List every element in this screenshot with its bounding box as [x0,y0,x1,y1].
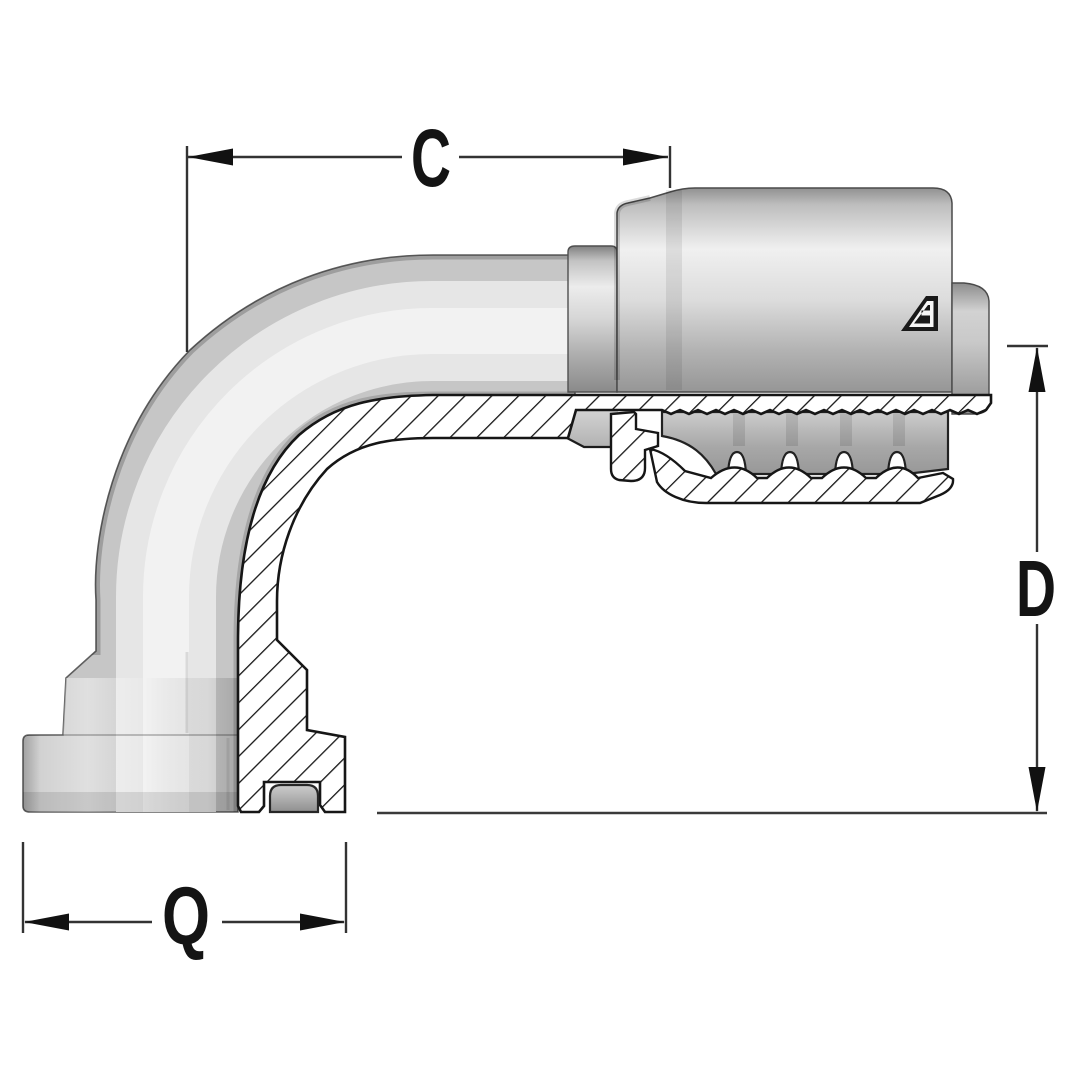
stem-shoulder-outline [566,437,618,449]
dimension-q: Q [21,842,348,962]
dimension-d: D [1007,344,1056,812]
arrowhead-up-icon [1028,347,1046,392]
d-label: D [1016,544,1056,633]
q-label: Q [162,871,210,962]
barb-shade [840,414,852,446]
stem-barb-profile [660,410,950,476]
arrowhead-left-icon [188,148,233,166]
ferrule-shell [614,187,953,393]
ferrule-step-shade [666,190,682,390]
c-label: C [411,113,451,204]
stem-barbs [660,410,950,476]
collar-ring [567,245,618,393]
ferrule-lower-wall-section [648,447,955,505]
ferrule-lower-section [609,410,955,505]
wall-section-hatch [236,393,993,814]
arrowhead-right-icon [623,148,668,166]
flange-shading [23,735,238,812]
flange-bottom-shade [23,792,238,812]
arrowhead-down-icon [1028,767,1046,812]
brand-logo-icon [901,296,938,331]
arrowhead-left-icon [24,913,69,931]
barb-shade [733,414,745,446]
logo-glyph [914,305,930,324]
ferrule-body [616,187,953,393]
neck-shading [63,678,238,735]
tube-highlight-core [143,307,575,812]
stem-collar-section [609,410,660,483]
barb-shade [786,414,798,446]
bell-edge-shade [614,195,651,380]
arrowhead-right-icon [300,913,345,931]
outer-edge-shade [91,255,575,655]
dimension-c: C [185,113,672,352]
o-ring [268,783,320,814]
barb-shade [893,414,905,446]
